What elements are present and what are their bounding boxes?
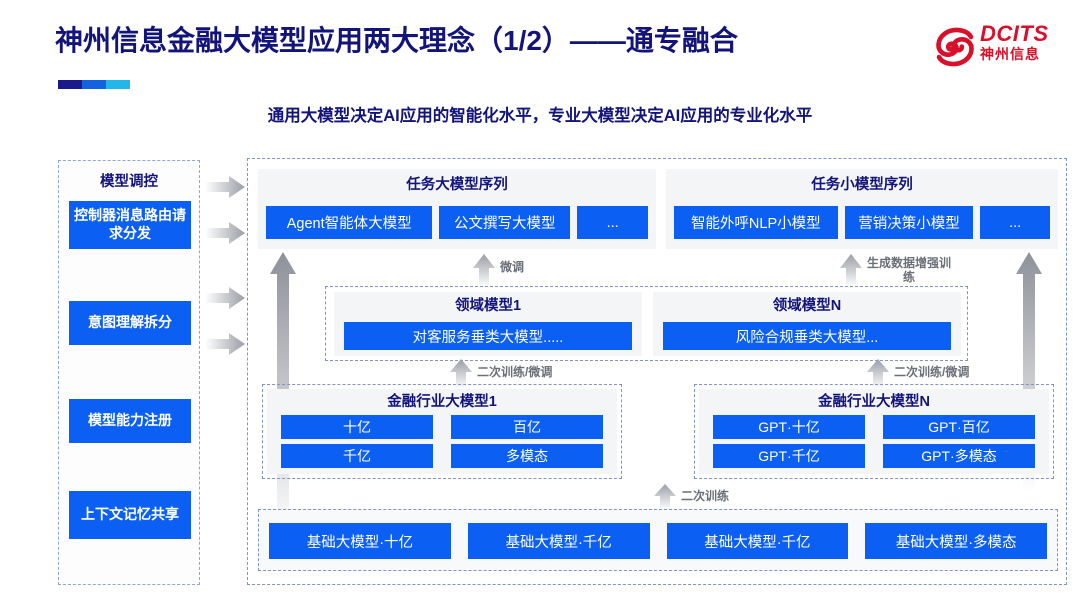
control-column: 模型调控 控制器消息路由请求分发 意图理解拆分 模型能力注册 上下文记忆共享 [58, 160, 200, 585]
domain-model-n-title: 领域模型N [772, 298, 842, 314]
domain-model-n-chip[interactable]: 风险合规垂类大模型... [663, 322, 951, 350]
industry-model-n-title: 金融行业大模型N [818, 394, 930, 410]
industry-chip-1-3[interactable]: 多模态 [451, 444, 603, 468]
industry-model-1: 金融行业大模型1 十亿 百亿 千亿 多模态 [262, 384, 622, 479]
domain-model-1-title: 领域模型1 [454, 298, 522, 314]
industry-model-n-chips: GPT·十亿 GPT·百亿 GPT·千亿 GPT·多模态 [713, 415, 1035, 468]
task-sequence-large: 任务大模型序列 Agent智能体大模型 公文撰写大模型 ... [258, 169, 656, 249]
up-arrow-long-right-icon [1016, 252, 1042, 492]
task-chip-doc-writing[interactable]: 公文撰写大模型 [439, 206, 571, 239]
industry-model-band: 金融行业大模型1 十亿 百亿 千亿 多模态 金融行业大模型N GPT·十亿 GP… [258, 384, 1058, 479]
control-column-title: 模型调控 [100, 174, 158, 190]
control-item-1[interactable]: 意图理解拆分 [69, 301, 191, 345]
feed-arrow-right-icon-2 [205, 287, 245, 309]
control-item-2[interactable]: 模型能力注册 [69, 399, 191, 443]
architecture-frame: 任务大模型序列 Agent智能体大模型 公文撰写大模型 ... 任务小模型序列 … [247, 158, 1067, 585]
control-item-3[interactable]: 上下文记忆共享 [69, 491, 191, 539]
domain-model-band: 领域模型1 对客服务垂类大模型..... 领域模型N 风险合规垂类大模型... [325, 286, 968, 361]
arrow-label-retrain-tune-right: 二次训练/微调 [894, 365, 970, 379]
feed-arrow-right-icon-3 [205, 333, 245, 355]
accent-segment-1 [58, 80, 83, 89]
base-chip-1[interactable]: 基础大模型·千亿 [467, 523, 650, 559]
task-chip-nlp-outbound[interactable]: 智能外呼NLP小模型 [674, 206, 838, 239]
base-chip-0[interactable]: 基础大模型·十亿 [269, 523, 451, 559]
accent-bar [58, 80, 130, 89]
industry-chip-1-2[interactable]: 千亿 [281, 444, 433, 468]
company-logo: DCITS 神州信息 [934, 22, 1062, 74]
page-subtitle: 通用大模型决定AI应用的智能化水平，专业大模型决定AI应用的专业化水平 [267, 107, 813, 125]
industry-chip-n-1[interactable]: GPT·百亿 [883, 415, 1035, 439]
industry-chip-1-1[interactable]: 百亿 [451, 415, 603, 439]
arrow-label-retrain-tune-left: 二次训练/微调 [477, 365, 553, 379]
logo-en-text: DCITS [980, 21, 1049, 46]
industry-chip-n-2[interactable]: GPT·千亿 [713, 444, 865, 468]
arrow-label-fine-tune: 微调 [500, 260, 525, 274]
domain-model-n: 领域模型N 风险合规垂类大模型... [653, 292, 961, 356]
task-chip-marketing[interactable]: 营销决策小模型 [844, 206, 974, 239]
control-item-0[interactable]: 控制器消息路由请求分发 [69, 201, 191, 249]
accent-segment-2 [82, 80, 107, 89]
task-sequence-large-title: 任务大模型序列 [406, 177, 508, 193]
up-arrow-retrain-right-icon [867, 359, 889, 389]
up-arrow-retrain-center-icon [654, 484, 676, 510]
logo-text-group: DCITS 神州信息 [980, 22, 1049, 63]
industry-model-1-inner: 金融行业大模型1 十亿 百亿 千亿 多模态 [267, 389, 617, 474]
task-sequence-small: 任务小模型序列 智能外呼NLP小模型 营销决策小模型 ... [666, 169, 1058, 249]
base-model-chips: 基础大模型·十亿 基础大模型·千亿 基础大模型·千亿 基础大模型·多模态 [269, 523, 1047, 559]
feed-arrow-right-icon-0 [205, 176, 245, 198]
page-title: 神州信息金融大模型应用两大理念（1/2）——通专融合 [55, 25, 738, 56]
dcits-swirl-icon [936, 27, 974, 67]
industry-chip-1-0[interactable]: 十亿 [281, 415, 433, 439]
base-chip-3[interactable]: 基础大模型·多模态 [865, 523, 1047, 559]
feed-arrow-right-icon-1 [205, 222, 245, 244]
base-chip-2[interactable]: 基础大模型·千亿 [666, 523, 849, 559]
task-chip-more-small[interactable]: ... [980, 206, 1050, 239]
task-sequence-small-title: 任务小模型序列 [811, 177, 913, 193]
up-arrow-fine-tune-icon [473, 254, 495, 287]
task-chip-more[interactable]: ... [577, 206, 648, 239]
task-chip-agent[interactable]: Agent智能体大模型 [266, 206, 433, 239]
industry-model-n-inner: 金融行业大模型N GPT·十亿 GPT·百亿 GPT·千亿 GPT·多模态 [699, 389, 1049, 474]
task-sequence-small-chips: 智能外呼NLP小模型 营销决策小模型 ... [674, 206, 1050, 239]
base-model-band: 基础大模型·十亿 基础大模型·千亿 基础大模型·千亿 基础大模型·多模态 [258, 509, 1058, 571]
arrow-label-data-augmentation: 生成数据增强训练 [867, 256, 952, 285]
up-arrow-data-aug-icon [840, 254, 862, 287]
industry-model-n: 金融行业大模型N GPT·十亿 GPT·百亿 GPT·千亿 GPT·多模态 [694, 384, 1054, 479]
logo-cn-text: 神州信息 [980, 46, 1040, 62]
accent-segment-3 [106, 80, 130, 89]
industry-model-1-chips: 十亿 百亿 千亿 多模态 [281, 415, 603, 468]
task-sequence-large-chips: Agent智能体大模型 公文撰写大模型 ... [266, 206, 648, 239]
domain-model-1-chip[interactable]: 对客服务垂类大模型..... [344, 322, 632, 350]
domain-model-1: 领域模型1 对客服务垂类大模型..... [334, 292, 642, 356]
industry-chip-n-3[interactable]: GPT·多模态 [883, 444, 1035, 468]
arrow-label-retrain: 二次训练 [681, 489, 730, 503]
industry-chip-n-0[interactable]: GPT·十亿 [713, 415, 865, 439]
industry-model-1-title: 金融行业大模型1 [387, 394, 497, 410]
up-arrow-retrain-left-icon [450, 359, 472, 389]
